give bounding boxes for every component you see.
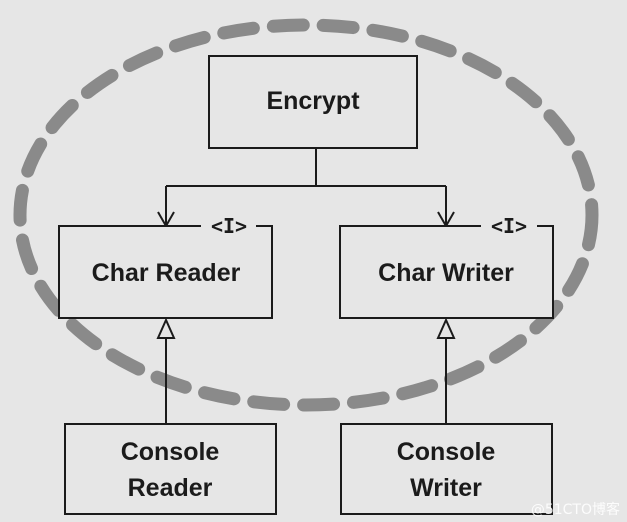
- dependency-connector: [165, 148, 447, 226]
- char-reader-interface-box: <I> Char Reader: [58, 214, 273, 319]
- char-writer-label: Char Writer: [378, 259, 514, 287]
- realization-connector-writer: [436, 317, 456, 424]
- console-reader-label-line2: Reader: [128, 474, 213, 502]
- encrypt-label: Encrypt: [266, 87, 360, 115]
- console-reader-label-line1: Console: [121, 438, 220, 466]
- console-writer-label-line2: Writer: [410, 474, 482, 502]
- watermark-text: @51CTO博客: [531, 501, 620, 518]
- encrypt-class-box: Encrypt: [208, 55, 418, 149]
- char-writer-interface-box: <I> Char Writer: [339, 214, 554, 319]
- console-writer-label-line1: Console: [397, 438, 496, 466]
- console-writer-class-box: Console Writer: [340, 423, 553, 515]
- console-reader-class-box: Console Reader: [64, 423, 277, 515]
- interface-marker: <I>: [491, 214, 527, 238]
- module-boundary-ellipse: [13, 18, 599, 412]
- char-reader-label: Char Reader: [92, 259, 241, 287]
- realization-connector-reader: [156, 317, 176, 424]
- interface-marker: <I>: [211, 214, 247, 238]
